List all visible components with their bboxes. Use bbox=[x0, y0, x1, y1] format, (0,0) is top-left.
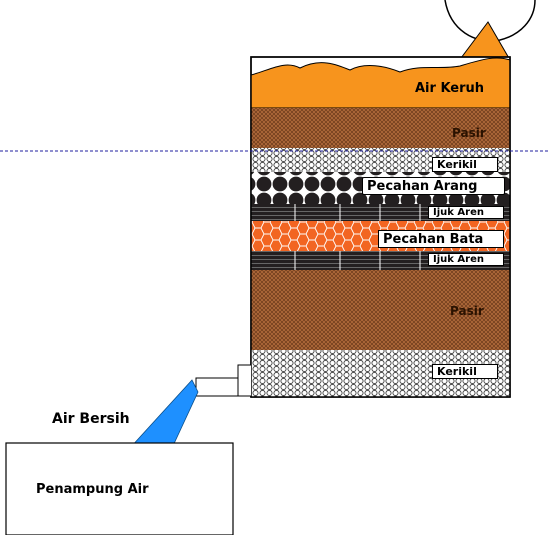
label-penampung-air: Penampung Air bbox=[36, 482, 149, 497]
label-pecahan-arang: Pecahan Arang bbox=[362, 177, 505, 195]
label-pecahan-bata: Pecahan Bata bbox=[378, 230, 504, 248]
air-keruh-layer bbox=[250, 57, 511, 109]
clean-water-stream bbox=[129, 379, 199, 449]
label-ijuk-aren-2: Ijuk Aren bbox=[428, 253, 504, 266]
label-air-bersih: Air Bersih bbox=[52, 411, 130, 427]
pasir-bottom-layer bbox=[251, 270, 510, 350]
label-ijuk-aren-1: Ijuk Aren bbox=[428, 206, 504, 219]
label-kerikil-top: Kerikil bbox=[432, 157, 498, 172]
outlet-pipe bbox=[195, 364, 251, 397]
label-pasir-top: Pasir bbox=[452, 126, 486, 140]
label-pasir-bottom: Pasir bbox=[450, 304, 484, 318]
label-air-keruh: Air Keruh bbox=[415, 81, 485, 96]
label-kerikil-bottom: Kerikil bbox=[432, 364, 498, 379]
reservoir-box bbox=[5, 442, 234, 535]
pasir-top-layer bbox=[251, 108, 510, 148]
